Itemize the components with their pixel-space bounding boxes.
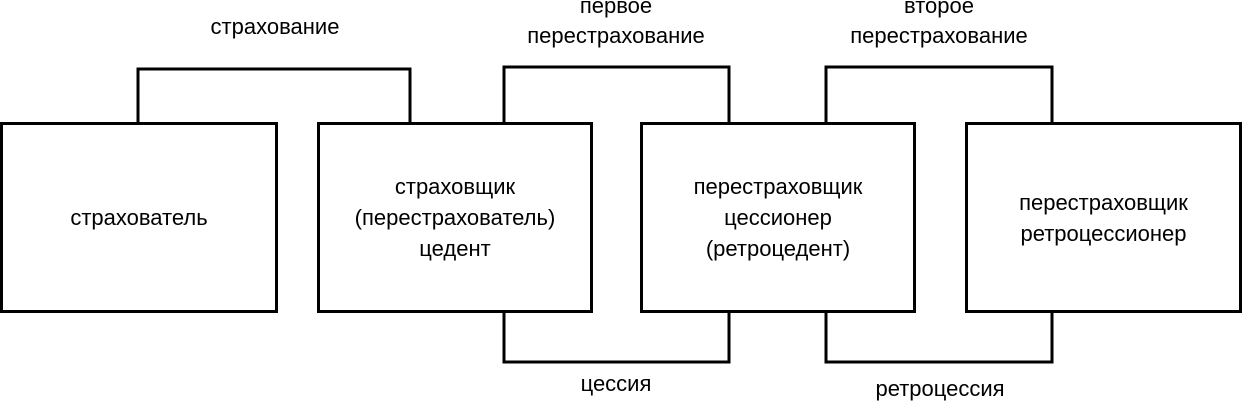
retrocession-connector (824, 311, 1054, 364)
second-reinsurance-label-line-1: второе (904, 0, 974, 18)
reinsurer-cessionary-line-1: перестраховщик (693, 174, 863, 199)
retrocession-label: ретроцессия (840, 374, 1040, 404)
reinsurer-cessionary-box: перестраховщик цессионер (ретроцедент) (640, 122, 916, 313)
reinsurer-retrocessionary-line-1: перестраховщик (1019, 189, 1188, 215)
insurer-cedent-box: страховщик (перестрахователь) цедент (317, 122, 593, 313)
insurer-cedent-line-2: (перестрахователь) (354, 205, 556, 230)
retrocession-label-line-1: ретроцессия (875, 376, 1005, 401)
second-reinsurance-label: второе перестрахование (809, 0, 1069, 51)
policyholder-line-1: страхователь (70, 205, 208, 230)
insurance-label: страхование (170, 12, 380, 42)
cession-label: цессия (536, 369, 696, 399)
second-reinsurance-connector (824, 65, 1054, 124)
insurance-label-line-1: страхование (210, 14, 340, 39)
reinsurer-retrocessionary-box: перестраховщик ретроцессионер (965, 122, 1242, 313)
reinsurer-cessionary-line-2: цессионер (724, 205, 832, 230)
insurer-cedent-line-3: цедент (419, 236, 491, 261)
reinsurer-retrocessionary-line-2: ретроцессионер (1020, 220, 1187, 246)
first-reinsurance-label-line-2: перестрахование (527, 23, 705, 48)
first-reinsurance-label-line-1: первое (579, 0, 653, 18)
cession-connector (502, 311, 731, 364)
reinsurer-cessionary-line-3: (ретроцедент) (705, 236, 851, 261)
insurer-cedent-line-1: страховщик (394, 174, 516, 199)
second-reinsurance-label-line-2: перестрахование (850, 23, 1028, 48)
cession-label-line-1: цессия (580, 371, 652, 396)
first-reinsurance-label: первое перестрахование (486, 0, 746, 51)
first-reinsurance-connector (502, 65, 731, 124)
insurance-connector (136, 67, 412, 124)
policyholder-box: страхователь (0, 122, 278, 313)
